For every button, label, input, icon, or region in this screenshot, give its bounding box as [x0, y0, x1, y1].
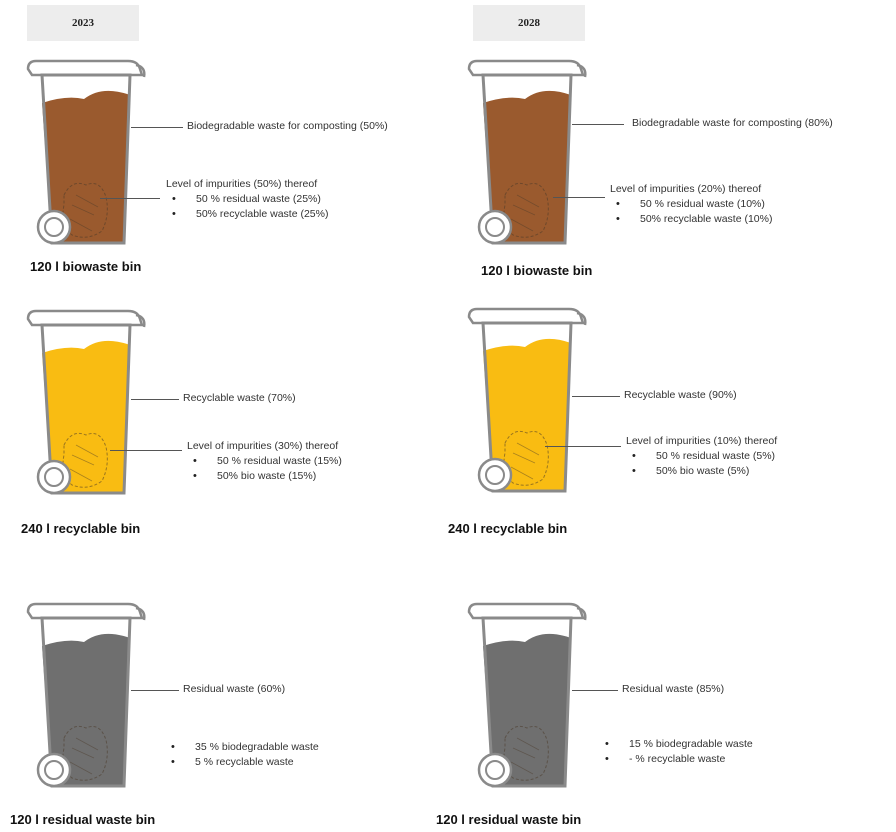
- impurity-item: 50% recyclable waste (10%): [610, 212, 772, 227]
- leader-line: [572, 396, 620, 397]
- leader-line: [100, 198, 160, 199]
- impurity-item: 50 % residual waste (10%): [610, 197, 772, 212]
- composition-item: 15 % biodegradable waste: [599, 737, 753, 752]
- leader-line: [110, 450, 182, 451]
- composition-item: 35 % biodegradable waste: [165, 740, 319, 755]
- residual-bin-2023-icon: [26, 602, 146, 788]
- leader-line: [131, 127, 183, 128]
- impurity-item: 50 % residual waste (5%): [626, 449, 777, 464]
- residual-composition-2028: 15 % biodegradable waste - % recyclable …: [599, 737, 753, 767]
- bin-caption-bio-2023: 120 l biowaste bin: [30, 259, 142, 274]
- leader-line: [131, 399, 179, 400]
- impurities-block-rec-2028: Level of impurities (10%) thereof 50 % r…: [626, 434, 777, 479]
- composition-item: 5 % recyclable waste: [165, 755, 319, 770]
- leader-line: [572, 124, 624, 125]
- residual-bin-2028-icon: [467, 602, 587, 788]
- leader-line: [553, 197, 605, 198]
- bin-caption-res-2028: 120 l residual waste bin: [436, 812, 582, 827]
- year-label: 2023: [72, 17, 94, 29]
- year-header-2028: 2028: [473, 5, 585, 41]
- leader-line: [131, 690, 179, 691]
- impurity-item: 50 % residual waste (25%): [166, 192, 328, 207]
- residual-main-label-2028: Residual waste (85%): [622, 683, 725, 695]
- residual-composition-2023: 35 % biodegradable waste 5 % recyclable …: [165, 740, 319, 770]
- impurities-title: Level of impurities (10%) thereof: [626, 435, 778, 447]
- impurities-block-rec-2023: Level of impurities (30%) thereof 50 % r…: [187, 439, 342, 484]
- recyclable-main-label-2028: Recyclable waste (90%): [624, 389, 737, 401]
- impurities-title: Level of impurities (20%) thereof: [610, 183, 762, 195]
- biowaste-main-label-2023: Biodegradable waste for composting (50%): [187, 120, 388, 132]
- bin-caption-bio-2028: 120 l biowaste bin: [481, 263, 593, 278]
- biowaste-bin-2023-icon: [26, 59, 146, 245]
- recyclable-bin-2023-icon: [26, 309, 146, 495]
- biowaste-bin-2028-icon: [467, 59, 587, 245]
- impurities-title: Level of impurities (50%) thereof: [166, 178, 318, 190]
- impurities-block-bio-2028: Level of impurities (20%) thereof 50 % r…: [610, 182, 772, 227]
- impurities-title: Level of impurities (30%) thereof: [187, 440, 339, 452]
- impurity-item: 50% recyclable waste (25%): [166, 207, 328, 222]
- leader-line: [572, 690, 618, 691]
- impurities-block-bio-2023: Level of impurities (50%) thereof 50 % r…: [166, 177, 328, 222]
- impurity-item: 50% bio waste (5%): [626, 464, 777, 479]
- leader-line: [545, 446, 621, 447]
- composition-item: - % recyclable waste: [599, 752, 753, 767]
- residual-main-label-2023: Residual waste (60%): [183, 683, 286, 695]
- impurity-item: 50% bio waste (15%): [187, 469, 342, 484]
- recyclable-main-label-2023: Recyclable waste (70%): [183, 392, 296, 404]
- bin-caption-res-2023: 120 l residual waste bin: [10, 812, 156, 827]
- bin-caption-rec-2028: 240 l recyclable bin: [448, 521, 568, 536]
- year-header-2023: 2023: [27, 5, 139, 41]
- impurity-item: 50 % residual waste (15%): [187, 454, 342, 469]
- year-label: 2028: [518, 17, 540, 29]
- recyclable-bin-2028-icon: [467, 307, 587, 493]
- biowaste-main-label-2028: Biodegradable waste for composting (80%): [632, 117, 833, 129]
- bin-caption-rec-2023: 240 l recyclable bin: [21, 521, 141, 536]
